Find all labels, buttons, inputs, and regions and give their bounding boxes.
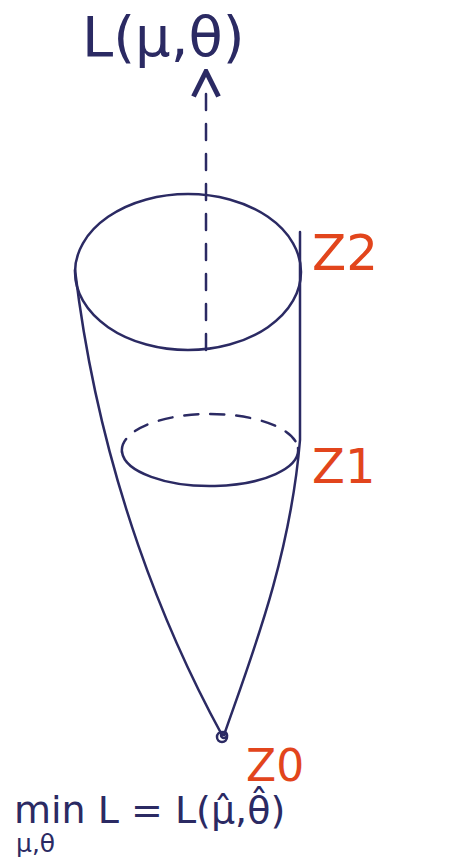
- cone-side: [75, 270, 222, 735]
- contour-ellipse-front: [122, 448, 298, 486]
- contour-ellipse-back: [122, 414, 298, 452]
- contour-label: Z2: [312, 226, 378, 281]
- subscript-label: μ,θ: [16, 830, 55, 858]
- contour-label: Z1: [312, 440, 375, 493]
- cone-side: [224, 232, 300, 735]
- minimum-point: [221, 732, 227, 738]
- minimum-formula: min L = L(μ̂,θ̂): [14, 790, 285, 832]
- contour-label: Z0: [246, 742, 304, 790]
- function-label: L(μ,θ): [82, 6, 245, 68]
- contour-ellipse: [75, 194, 301, 350]
- axis-arrow: [205, 84, 208, 350]
- minimum-point: [217, 732, 227, 742]
